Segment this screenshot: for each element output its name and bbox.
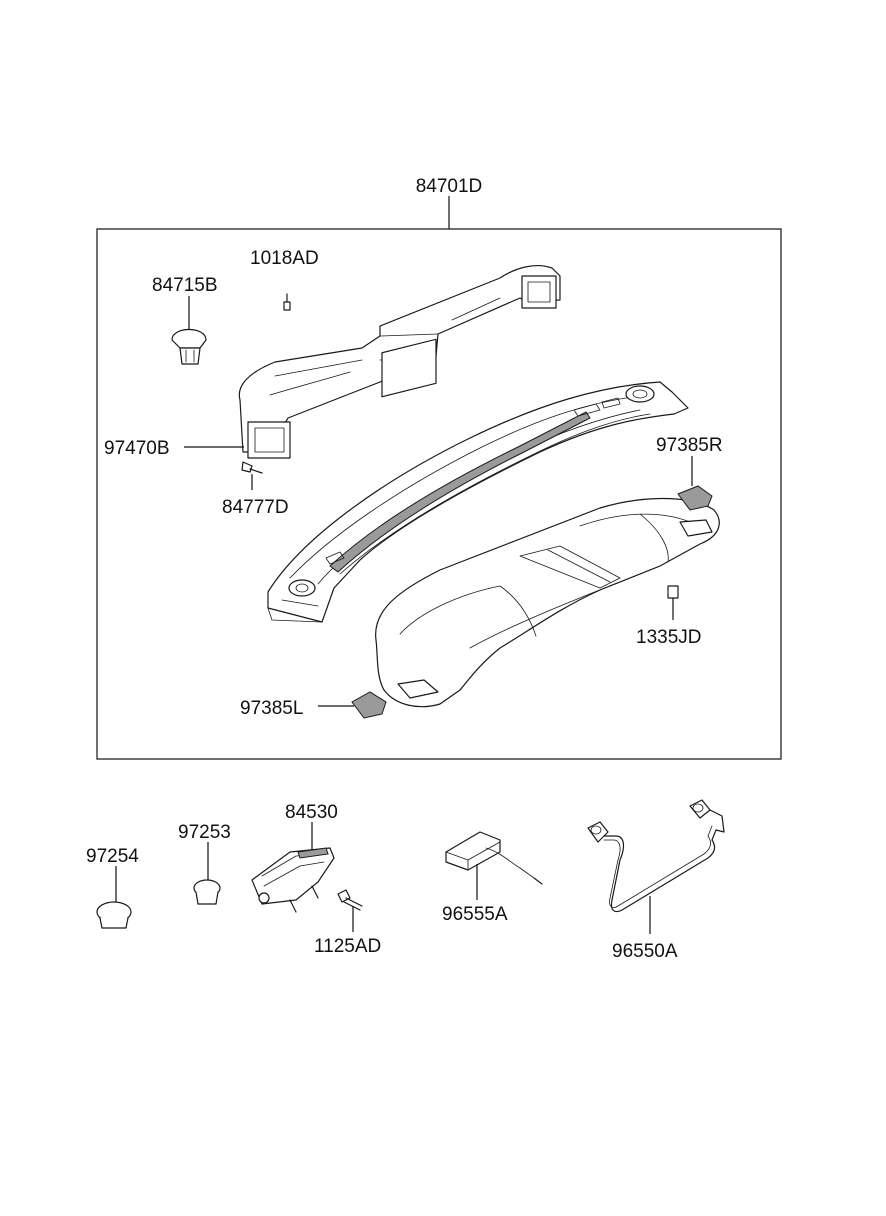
label-wiring: 96550A bbox=[612, 941, 678, 962]
label-clip-square: 1335JD bbox=[636, 627, 702, 648]
bolt-icon-top bbox=[283, 293, 291, 311]
airbag-module-icon bbox=[251, 847, 335, 913]
screw-icon bbox=[241, 461, 263, 474]
bolt-icon-bottom bbox=[337, 889, 363, 911]
label-screw: 84777D bbox=[222, 497, 289, 518]
clip-icon-top bbox=[171, 328, 207, 365]
sensor-icon bbox=[445, 831, 543, 885]
label-cap-small: 97253 bbox=[178, 822, 231, 843]
defroster-panel bbox=[267, 381, 689, 623]
dash-cover bbox=[375, 497, 720, 708]
clip-square-icon bbox=[667, 585, 679, 599]
label-clip-top: 84715B bbox=[152, 275, 218, 296]
air-duct bbox=[238, 265, 561, 459]
cover-left-icon bbox=[351, 691, 387, 719]
label-sensor: 96555A bbox=[442, 904, 508, 925]
label-assembly: 84701D bbox=[416, 176, 483, 197]
assembly-frame bbox=[96, 228, 782, 760]
label-cover-left: 97385L bbox=[240, 698, 303, 719]
label-cap-large: 97254 bbox=[86, 846, 139, 867]
cover-right-icon bbox=[677, 485, 713, 511]
cap-large-icon bbox=[96, 901, 132, 929]
wiring-harness-icon bbox=[587, 799, 725, 913]
label-airbag: 84530 bbox=[285, 802, 338, 823]
label-bolt-bottom: 1125AD bbox=[314, 936, 381, 957]
label-bolt-top: 1018AD bbox=[250, 248, 319, 269]
cap-small-icon bbox=[193, 879, 221, 905]
label-duct: 97470B bbox=[104, 438, 170, 459]
label-cover-right: 97385R bbox=[656, 435, 723, 456]
